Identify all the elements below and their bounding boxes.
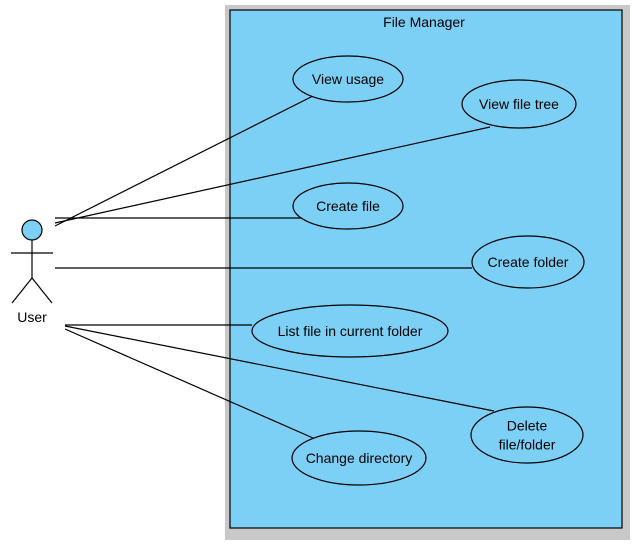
use-case-ellipse: [471, 235, 585, 289]
use-case-delete[interactable]: Delete file/folder: [470, 406, 584, 464]
actor-head: [21, 219, 43, 241]
use-case-view-file-tree[interactable]: View file tree: [461, 79, 577, 129]
use-case-list-file[interactable]: List file in current folder: [251, 304, 449, 358]
use-case-label: Create folder: [488, 254, 569, 270]
use-case-ellipse: [291, 430, 427, 486]
use-case-change-directory[interactable]: Change directory: [291, 430, 427, 486]
use-case-view-usage[interactable]: View usage: [292, 55, 404, 103]
association-view-file-tree: [54, 126, 491, 224]
use-case-ellipse: [292, 55, 404, 103]
use-case-ellipse: [251, 304, 449, 358]
use-case-label: file/folder: [499, 437, 556, 453]
associations: [54, 95, 495, 439]
use-case-label: List file in current folder: [278, 323, 423, 339]
use-case-label: View usage: [312, 71, 384, 87]
association-delete: [64, 325, 495, 412]
use-case-ellipse: [292, 182, 404, 230]
system-title: File Manager: [383, 14, 465, 30]
use-case-create-file[interactable]: Create file: [292, 182, 404, 230]
actor-right-leg: [31, 277, 53, 304]
use-case-label: View file tree: [479, 96, 559, 112]
use-case-label: Create file: [316, 198, 380, 214]
actor-label: User: [17, 309, 47, 325]
actor-left-leg: [11, 277, 33, 304]
use-case-label: Change directory: [306, 450, 413, 466]
use-case-ellipse: [470, 406, 584, 464]
use-case-label: Delete: [507, 418, 548, 434]
association-view-usage: [54, 95, 314, 227]
use-case-ellipse: [461, 79, 577, 129]
use-case-create-folder[interactable]: Create folder: [471, 235, 585, 289]
actor-user[interactable]: User: [11, 219, 53, 325]
association-change-directory: [64, 328, 314, 439]
